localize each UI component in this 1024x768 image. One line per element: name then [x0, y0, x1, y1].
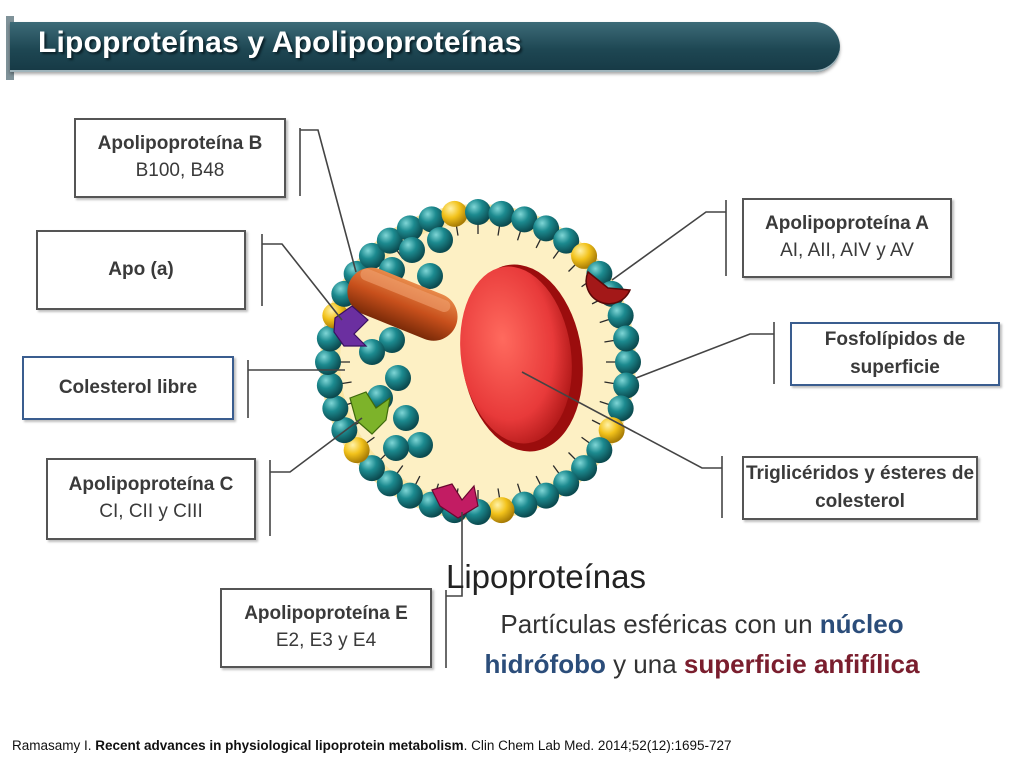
label-apolipoprotein-a-title: Apolipoproteína A	[765, 213, 929, 235]
label-apolipoprotein-e-title: Apolipoproteína E	[244, 603, 408, 625]
phospholipid-head	[418, 206, 445, 233]
phospholipid-head	[376, 470, 403, 497]
label-apolipoprotein-b-sub: B100, B48	[135, 160, 225, 181]
phospholipid-head	[358, 242, 385, 269]
phospholipid-head	[393, 405, 419, 431]
apob-capsule	[347, 267, 458, 341]
citation: Ramasamy I. Recent advances in physiolog…	[12, 738, 732, 753]
phospholipid-head	[385, 365, 411, 391]
lipoproteinas-heading: Lipoproteínas	[446, 558, 646, 595]
label-apo-a-small-title: Apo (a)	[108, 258, 174, 280]
label-apolipoprotein-c-sub: CI, CII y CIII	[99, 501, 203, 522]
desc-nucleo: núcleo hidrófobo	[484, 609, 904, 680]
phospholipid-head	[417, 263, 443, 289]
phospholipid-head	[465, 199, 491, 225]
phospholipid-head	[533, 215, 560, 242]
label-apolipoprotein-e-sub: E2, E3 y E4	[275, 630, 377, 651]
phospholipid-head	[376, 227, 403, 254]
phospholipid-head	[399, 237, 425, 263]
label-apolipoprotein-e: Apolipoproteína E E2, E3 y E4	[220, 588, 432, 668]
phospholipid-head	[358, 455, 385, 482]
hydrophobic-core	[460, 264, 583, 452]
phospholipid-head	[383, 435, 409, 461]
phospholipid-head	[379, 327, 405, 353]
label-apolipoprotein-b: Apolipoproteína B B100, B48	[74, 118, 286, 198]
cholesterol-molecule	[343, 437, 370, 464]
cholesterol-molecule	[488, 497, 515, 524]
title-bar	[10, 22, 840, 72]
label-colesterol-libre-title: Colesterol libre	[58, 376, 198, 398]
label-fosfolipidos-title: Fosfolípidos de superficie	[824, 328, 966, 379]
slide-title: Lipoproteínas y Apolipoproteínas	[38, 26, 522, 59]
phospholipid-head	[533, 482, 560, 509]
phospholipid-head	[511, 491, 538, 518]
apoc-shape	[349, 391, 391, 435]
phospholipid-head	[553, 470, 580, 497]
label-apolipoprotein-a: Apolipoproteína A AI, AII, AIV y AV	[742, 198, 952, 278]
phospholipid-head	[615, 349, 641, 375]
label-colesterol-libre: Colesterol libre	[22, 356, 234, 420]
citation-article: Recent advances in physiological lipopro…	[95, 738, 464, 753]
phospholipid-head	[322, 395, 349, 422]
apoa-shape	[585, 270, 632, 305]
desc-superficie: superficie anfifílica	[683, 649, 920, 680]
cholesterol-molecule	[571, 242, 598, 269]
label-apolipoprotein-b-title: Apolipoproteína B	[97, 133, 263, 155]
phospholipid-head	[315, 349, 341, 375]
lipoproteinas-description: Partículas esféricas con un núcleo hidró…	[462, 604, 942, 685]
label-trigliceridos: Triglicéridos y ésteres de colesterol	[742, 456, 978, 520]
phospholipid-head	[488, 200, 515, 227]
phospholipid-head	[316, 372, 343, 399]
label-apolipoprotein-a-sub: AI, AII, AIV y AV	[780, 240, 914, 261]
connector-lines	[247, 128, 775, 668]
phospholipid-head	[396, 215, 423, 242]
phospholipid-head	[607, 395, 634, 422]
label-trigliceridos-title: Triglicéridos y ésteres de colesterol	[745, 462, 975, 513]
citation-authors: Ramasamy I.	[12, 738, 96, 753]
phospholipid-head	[511, 206, 538, 233]
desc-part1: Partículas esféricas con un	[500, 609, 820, 639]
desc-part2: y una	[605, 649, 684, 680]
phospholipid-head	[613, 325, 640, 352]
phospholipid-heads	[315, 199, 641, 525]
phospholipid-head	[586, 437, 613, 464]
phospholipid-head	[407, 432, 433, 458]
label-apo-a-small: Apo (a)	[36, 230, 246, 310]
cholesterol-molecule	[441, 200, 468, 227]
label-fosfolipidos: Fosfolípidos de superficie	[790, 322, 1000, 386]
apoa-small-shape	[333, 305, 369, 347]
phospholipid-head	[607, 302, 634, 329]
apoe-shape	[431, 483, 479, 519]
phospholipid-head	[571, 455, 598, 482]
phospholipid-head	[553, 227, 580, 254]
label-apolipoprotein-c-title: Apolipoproteína C	[68, 474, 234, 496]
label-apolipoprotein-c: Apolipoproteína C CI, CII y CIII	[46, 458, 256, 540]
phospholipid-head	[396, 482, 423, 509]
phospholipid-head	[613, 372, 640, 399]
citation-journal: . Clin Chem Lab Med. 2014;52(12):1695-72…	[463, 738, 732, 753]
phospholipid-head	[427, 227, 453, 253]
